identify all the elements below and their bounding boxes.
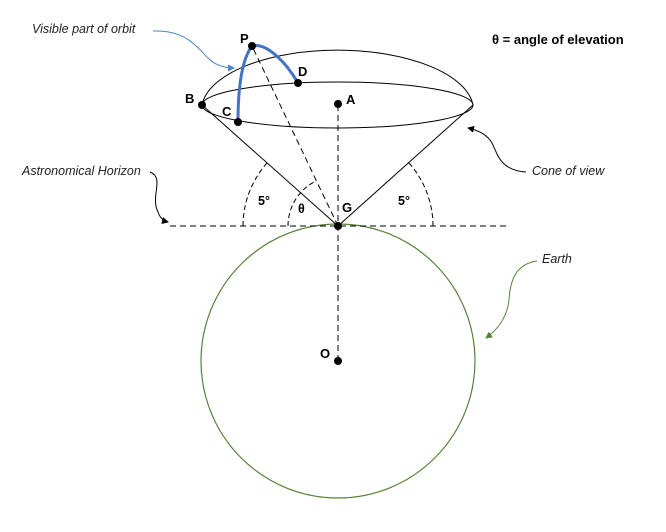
callout-earth: Earth: [542, 252, 572, 266]
callout-arrow-visible-orbit: [152, 30, 235, 72]
callout-arrow-horizon: [149, 171, 169, 224]
callout-arrow-earth: [485, 260, 538, 339]
angle-arc-theta: [287, 180, 317, 227]
cone-left-edge: [201, 104, 339, 227]
theta-definition: θ = angle of elevation: [492, 32, 624, 47]
label-D: D: [298, 64, 307, 79]
angle-label-right: 5°: [398, 194, 410, 208]
label-P: P: [240, 31, 249, 46]
cone-right-edge: [337, 104, 474, 227]
label-C: C: [222, 104, 232, 119]
callout-cone: Cone of view: [532, 164, 605, 178]
angle-arc-left-5: [242, 162, 268, 227]
label-O: O: [320, 346, 330, 361]
line-of-sight-G-P: [251, 45, 339, 227]
dome-upper-arc: [201, 49, 474, 106]
angle-label-left: 5°: [258, 194, 270, 208]
label-A: A: [346, 92, 356, 107]
label-B: B: [185, 91, 194, 106]
callout-horizon: Astronomical Horizon: [21, 164, 141, 178]
angle-arc-right-5: [408, 162, 434, 227]
point-G: [334, 222, 342, 230]
point-O: [334, 357, 342, 365]
label-G: G: [342, 200, 352, 215]
angle-label-theta: θ: [298, 202, 305, 216]
point-B: [198, 101, 206, 109]
point-P: [248, 42, 256, 50]
point-D: [294, 79, 302, 87]
callout-visible-orbit: Visible part of orbit: [32, 22, 136, 36]
point-A: [334, 100, 342, 108]
callout-arrow-cone: [467, 125, 527, 173]
point-C: [234, 118, 242, 126]
